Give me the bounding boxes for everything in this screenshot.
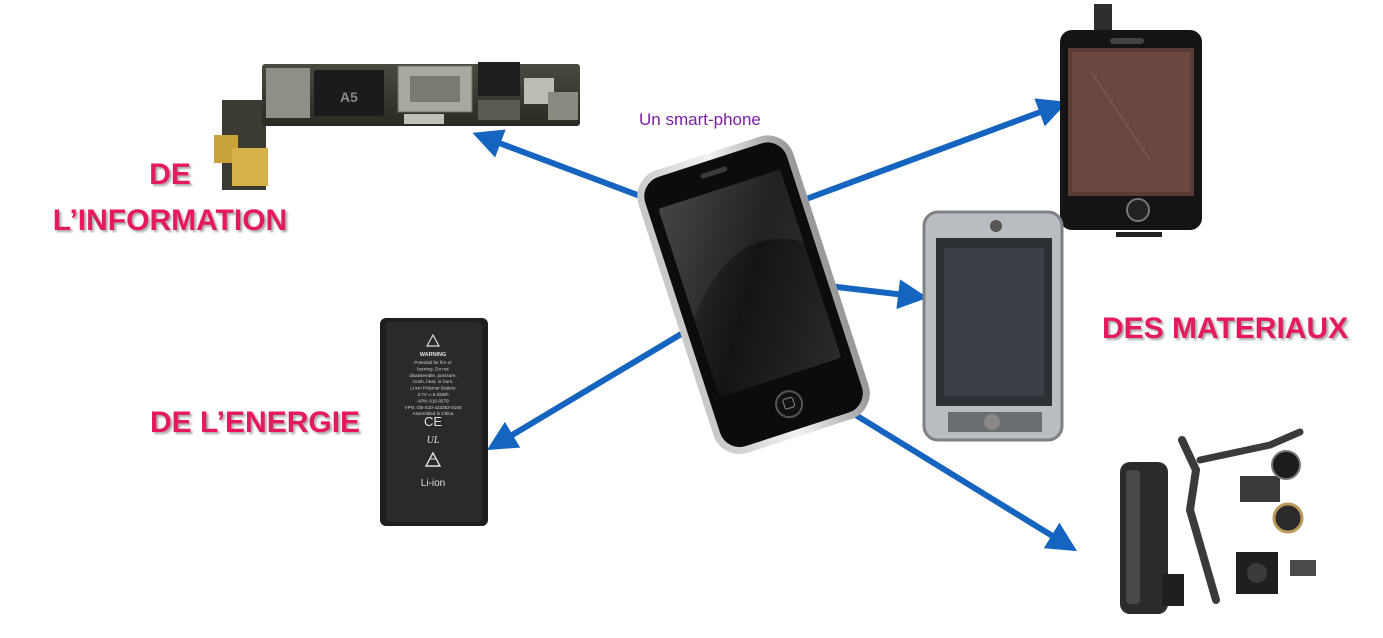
label-information: DE L’INFORMATION bbox=[20, 152, 320, 244]
a5-chip bbox=[314, 70, 384, 116]
battery-spec-line: VPN: GB-S10-423382-0100 bbox=[405, 405, 462, 410]
ul-mark: UL bbox=[427, 435, 440, 446]
arrow-to-components bbox=[826, 395, 1078, 552]
battery-spec-line: 3.7V ═ 5.25Wh bbox=[417, 392, 449, 397]
battery-spec-line: disassemble, puncture, bbox=[409, 373, 456, 378]
chassis-frame-image bbox=[922, 210, 1064, 442]
battery-spec-line: Li-ion Polymer Battery bbox=[410, 386, 456, 391]
screen-assembly-image bbox=[1060, 4, 1202, 237]
label-information-line-2: L’INFORMATION bbox=[52, 204, 288, 237]
smartphone-image bbox=[637, 135, 870, 455]
battery-warning: WARNING bbox=[420, 352, 447, 358]
arrow-to-screen bbox=[788, 98, 1068, 208]
phone-screen bbox=[659, 170, 841, 397]
warning-triangle-icon bbox=[425, 333, 441, 347]
small-components-image bbox=[1120, 428, 1316, 614]
ce-mark: CE bbox=[424, 414, 442, 429]
battery-spec-line: Potential for fire or bbox=[414, 360, 452, 365]
battery-spec-line: APN: 616-0579 bbox=[417, 398, 449, 403]
home-button bbox=[775, 390, 804, 419]
battery-spec-line: burning. Do not bbox=[417, 366, 449, 371]
label-materials: DES MATERIAUX bbox=[1102, 312, 1349, 345]
label-energy: DE L’ENERGIE bbox=[150, 406, 361, 439]
chip-marking: A5 bbox=[340, 89, 358, 105]
arrow-to-battery bbox=[486, 315, 710, 451]
speaker-slot bbox=[700, 166, 728, 179]
arrows bbox=[472, 98, 1078, 552]
recycle-icon bbox=[424, 451, 442, 467]
smartphone-caption: Un smart-phone bbox=[639, 110, 761, 129]
battery-chemistry: Li-ion bbox=[421, 478, 445, 489]
battery-spec-line: Assembled in China bbox=[413, 411, 454, 416]
circuit-board-image: A5 bbox=[214, 62, 580, 190]
arrow-to-frame bbox=[819, 279, 928, 310]
battery-spec-line: crush, heat, or burn. bbox=[412, 379, 453, 384]
label-information-line-1: DE bbox=[149, 158, 191, 191]
